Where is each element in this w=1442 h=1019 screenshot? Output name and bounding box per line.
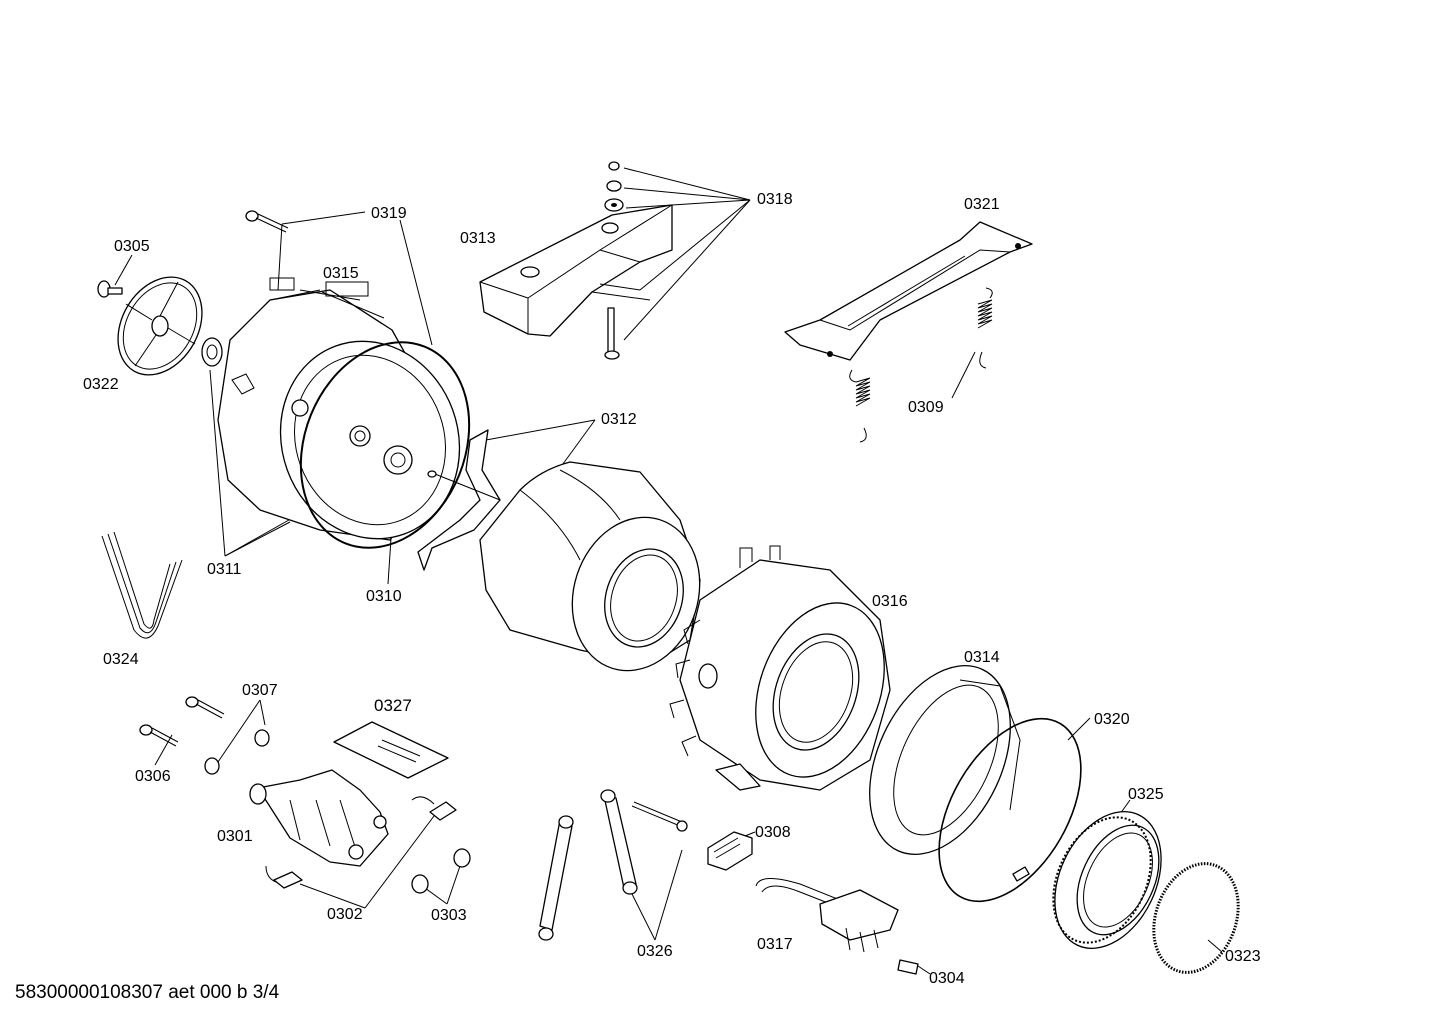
label-0326: 0326 — [637, 943, 673, 960]
part-0326-dampers — [538, 789, 688, 941]
label-0308: 0308 — [755, 824, 791, 841]
part-0321-bracket — [784, 221, 1033, 361]
label-0303: 0303 — [431, 907, 467, 924]
label-0307: 0307 — [242, 682, 278, 699]
label-0327: 0327 — [374, 696, 412, 715]
label-0304: 0304 — [929, 970, 965, 987]
label-0310: 0310 — [366, 588, 402, 605]
part-0305-bolt — [97, 280, 123, 298]
part-0319-screw — [245, 210, 289, 233]
part-0307-bushings — [204, 729, 270, 775]
label-0318: 0318 — [757, 191, 793, 208]
label-0317: 0317 — [757, 936, 793, 953]
part-0327-document — [333, 721, 449, 779]
label-0301: 0301 — [217, 828, 253, 845]
label-0314: 0314 — [964, 649, 1000, 666]
part-0315-rear-tub — [217, 277, 461, 541]
label-0324: 0324 — [103, 651, 139, 668]
part-0303-bushings — [411, 848, 471, 894]
footer-document-id: 58300000108307 aet 000 b 3/4 — [15, 982, 280, 1003]
part-0309-springs — [849, 287, 993, 443]
label-0313: 0313 — [460, 230, 496, 247]
part-0310-gasket — [299, 341, 471, 549]
label-0315: 0315 — [323, 265, 359, 282]
label-0306: 0306 — [135, 768, 171, 785]
part-0320-clamp — [938, 717, 1082, 903]
part-0322-pulley — [117, 276, 203, 376]
label-0322: 0322 — [83, 376, 119, 393]
label-0319: 0319 — [371, 205, 407, 222]
label-0305: 0305 — [114, 238, 150, 255]
label-0321: 0321 — [964, 196, 1000, 213]
label-0320: 0320 — [1094, 711, 1130, 728]
label-0312: 0312 — [601, 411, 637, 428]
part-0314-bellows-ring — [869, 665, 1021, 855]
part-0301-motor — [249, 769, 389, 867]
leader-lines — [114, 167, 1223, 975]
part-0304-sensor — [897, 959, 919, 975]
part-0318-fasteners — [604, 161, 624, 360]
label-0302: 0302 — [327, 906, 363, 923]
label-0316: 0316 — [872, 593, 908, 610]
label-0309: 0309 — [908, 399, 944, 416]
part-0316-front-tub — [669, 545, 891, 791]
part-labels: 0318 0319 0321 0313 0305 0315 0322 0309 … — [15, 191, 1261, 1003]
part-0308-connector — [707, 831, 753, 871]
part-0302-brushes — [265, 796, 457, 889]
part-0306-screws — [139, 696, 225, 747]
part-0324-belt — [101, 531, 183, 639]
label-0311: 0311 — [207, 561, 242, 578]
label-0325: 0325 — [1128, 786, 1164, 803]
bearing-ring — [201, 337, 223, 367]
label-0323: 0323 — [1225, 948, 1261, 965]
part-0312-drum — [417, 429, 701, 672]
part-0325-flange — [1052, 811, 1162, 949]
part-0323-spring-ring — [1152, 862, 1240, 974]
part-0313-counterweight — [479, 204, 673, 337]
part-0317-heater — [755, 878, 899, 953]
